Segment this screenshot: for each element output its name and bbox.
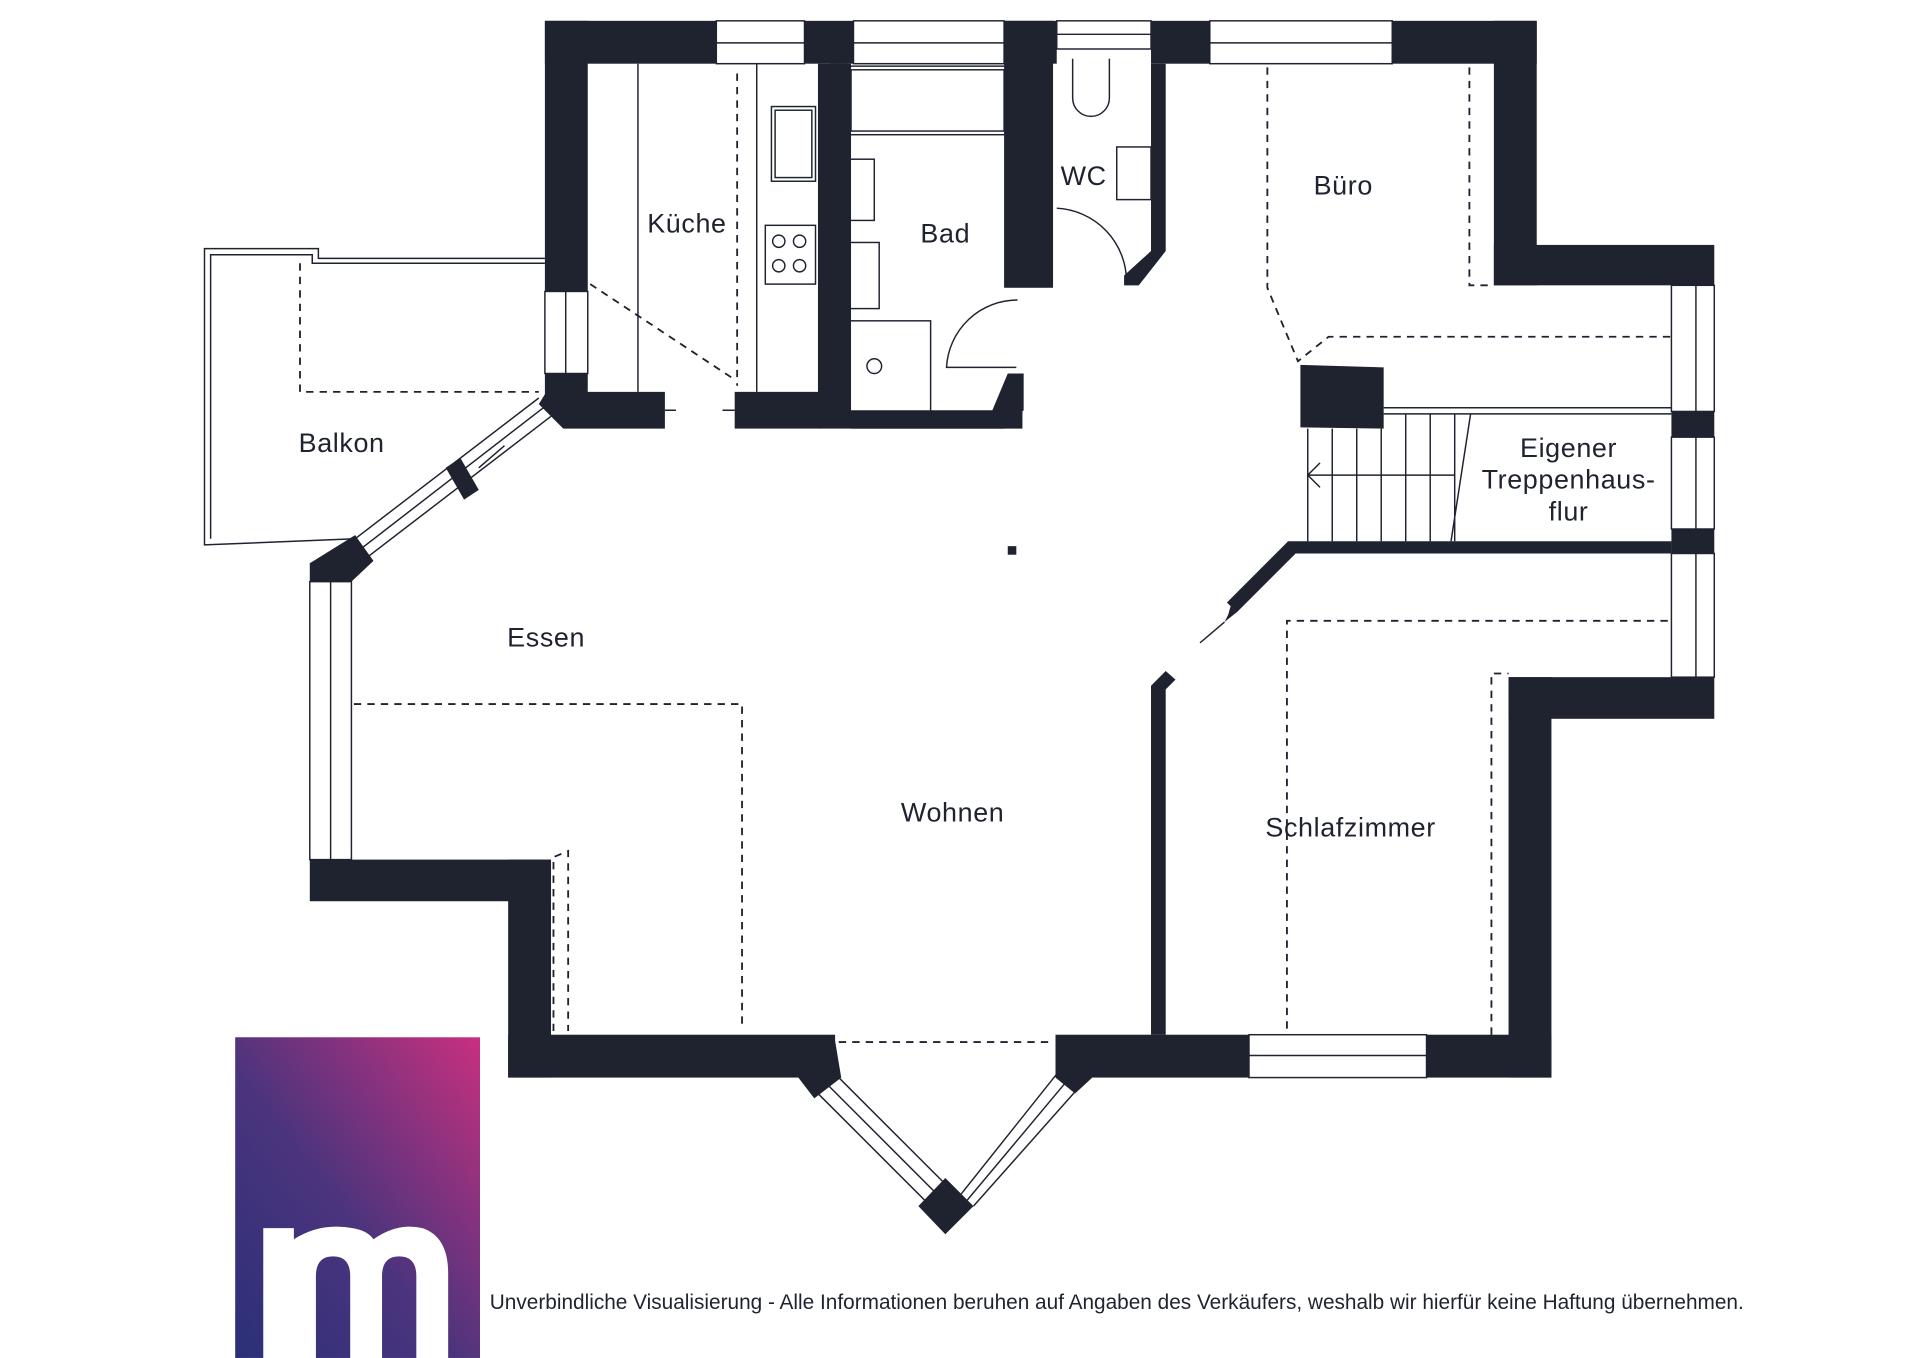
label-stair-1: Eigener: [1520, 433, 1617, 463]
label-stair-3: flur: [1549, 496, 1589, 526]
logo: [235, 1037, 480, 1358]
label-bath: Bad: [920, 218, 970, 248]
label-kitchen: Küche: [647, 209, 726, 239]
room-labels: Küche Bad WC Büro Balkon Essen Wohnen Sc…: [299, 161, 1656, 842]
walls: [309, 20, 1715, 1235]
label-bedroom: Schlafzimmer: [1265, 812, 1435, 842]
label-balcony: Balkon: [299, 428, 385, 458]
label-stair-2: Treppenhaus-: [1482, 465, 1656, 495]
fixtures: [353, 58, 1672, 1043]
label-office: Büro: [1314, 171, 1373, 201]
staircase: [1306, 413, 1472, 542]
balcony: [203, 247, 545, 546]
disclaimer: Unverbindliche Visualisierung - Alle Inf…: [490, 1291, 1744, 1314]
windows: [309, 20, 1716, 1213]
label-dining: Essen: [507, 623, 585, 653]
label-living: Wohnen: [901, 798, 1004, 828]
label-wc: WC: [1061, 161, 1107, 191]
